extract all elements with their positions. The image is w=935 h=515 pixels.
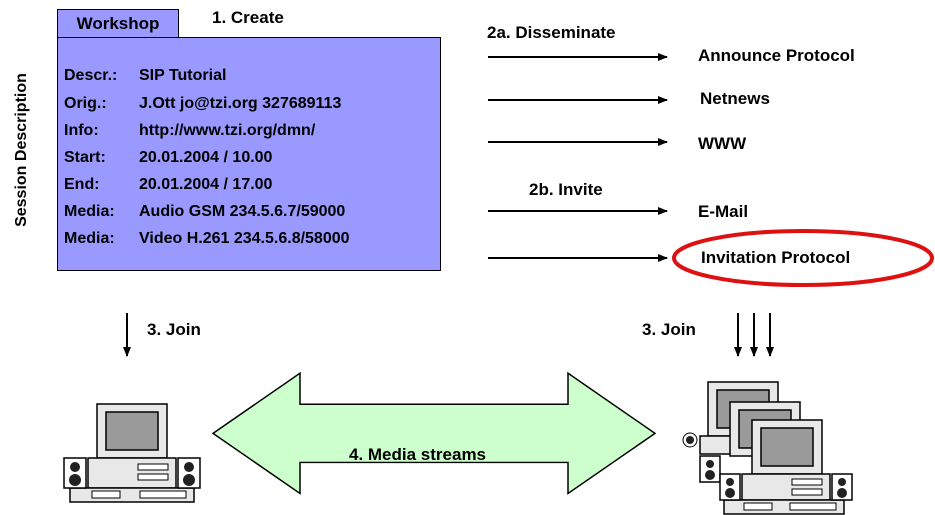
field-value: SIP Tutorial <box>139 67 227 84</box>
target-invitation-protocol: Invitation Protocol <box>701 248 851 267</box>
computer-icon-left <box>63 403 201 503</box>
step-invite-label: 2b. Invite <box>529 180 603 199</box>
field-row: Media: Video H.261 234.5.6.8/58000 <box>64 228 350 250</box>
field-key: Orig.: <box>64 95 107 112</box>
invitation-highlight-ellipse <box>672 229 934 287</box>
computer-group-icon-right <box>682 381 853 515</box>
field-key: Media: <box>64 230 115 247</box>
field-value: Video H.261 234.5.6.8/58000 <box>139 230 350 247</box>
field-value: J.Ott jo@tzi.org 327689113 <box>139 95 342 112</box>
step-join-left-label: 3. Join <box>147 320 201 339</box>
step-disseminate-label: 2a. Disseminate <box>487 23 616 42</box>
field-key: Start: <box>64 149 106 166</box>
field-value: 20.01.2004 / 17.00 <box>139 176 273 193</box>
field-row: Media: Audio GSM 234.5.6.7/59000 <box>64 201 345 223</box>
target-announce-protocol: Announce Protocol <box>698 46 855 65</box>
field-row: Start: 20.01.2004 / 10.00 <box>64 147 272 169</box>
field-key: End: <box>64 176 100 193</box>
media-streams-arrow <box>211 371 657 495</box>
field-key: Media: <box>64 203 115 220</box>
field-row: End: 20.01.2004 / 17.00 <box>64 174 272 196</box>
field-key: Descr.: <box>64 67 118 84</box>
session-description-label: Session Description <box>13 73 30 227</box>
media-streams-label: 4. Media streams <box>349 445 487 464</box>
field-value: http://www.tzi.org/dmn/ <box>139 122 316 139</box>
step-create-label: 1. Create <box>212 8 284 27</box>
field-key: Info: <box>64 122 99 139</box>
workshop-tab: Workshop <box>57 9 179 37</box>
target-www: WWW <box>698 134 747 153</box>
field-value: Audio GSM 234.5.6.7/59000 <box>139 203 346 220</box>
step-join-right-label: 3. Join <box>642 320 696 339</box>
session-description-box: Descr.: SIP Tutorial Orig.: J.Ott jo@tzi.o… <box>57 37 441 271</box>
target-netnews: Netnews <box>700 89 770 108</box>
field-row: Descr.: SIP Tutorial <box>64 65 226 87</box>
field-value: 20.01.2004 / 10.00 <box>139 149 273 166</box>
field-row: Info: http://www.tzi.org/dmn/ <box>64 120 315 142</box>
field-row: Orig.: J.Ott jo@tzi.org 327689113 <box>64 93 341 115</box>
target-email: E-Mail <box>698 202 749 221</box>
